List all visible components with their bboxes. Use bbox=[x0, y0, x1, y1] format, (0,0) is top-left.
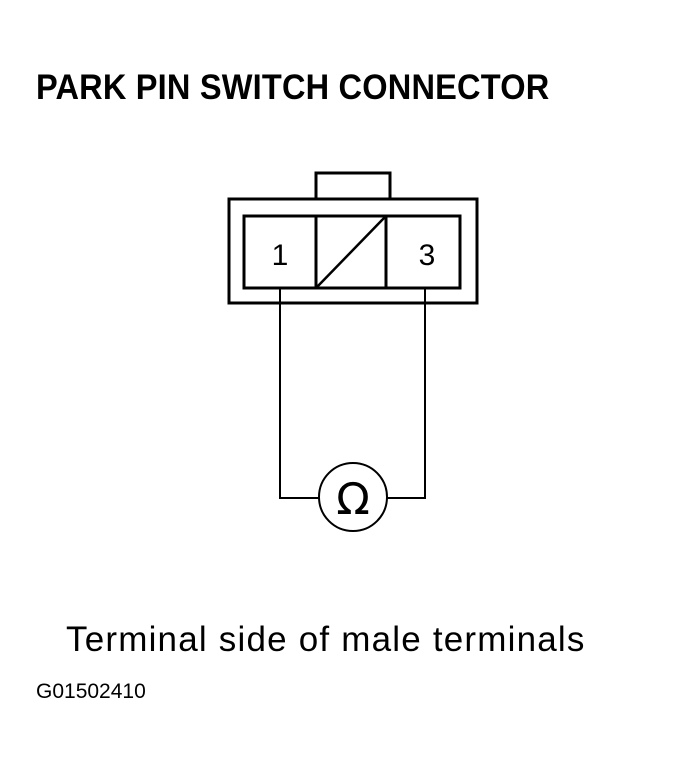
meter-leads bbox=[279, 288, 426, 499]
diagram-title: PARK PIN SWITCH CONNECTOR bbox=[36, 68, 550, 107]
caption: Terminal side of male terminals bbox=[66, 620, 586, 659]
pin-3-label: 3 bbox=[419, 239, 436, 272]
figure-code: G01502410 bbox=[36, 680, 146, 703]
unused-cavity-slash bbox=[316, 216, 386, 288]
ohm-symbol: Ω bbox=[336, 474, 370, 525]
pin-1-label: 1 bbox=[272, 239, 289, 272]
ohmmeter-icon: Ω bbox=[318, 462, 388, 532]
pin-cavities bbox=[242, 214, 462, 290]
connector-lock-tab bbox=[314, 171, 392, 203]
